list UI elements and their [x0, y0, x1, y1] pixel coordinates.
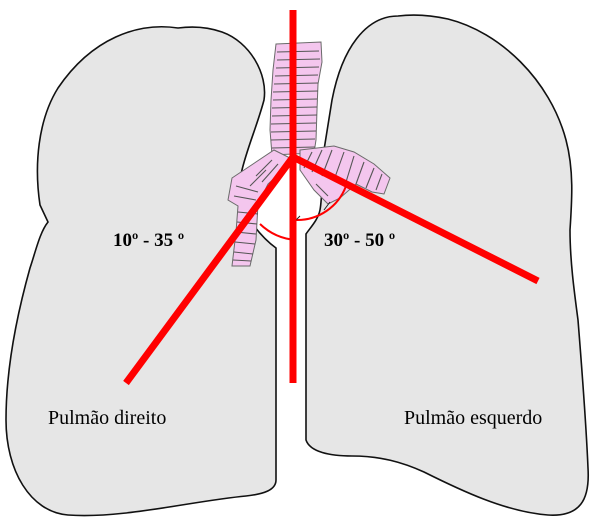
- left-angle-label: 30º - 50 º: [324, 230, 395, 251]
- right-lung: [6, 27, 276, 516]
- right-angle-label: 10º - 35 º: [113, 230, 184, 251]
- right-lung-label: Pulmão direito: [48, 407, 166, 429]
- left-lung: [306, 15, 588, 515]
- left-lung-label: Pulmão esquerdo: [404, 407, 542, 429]
